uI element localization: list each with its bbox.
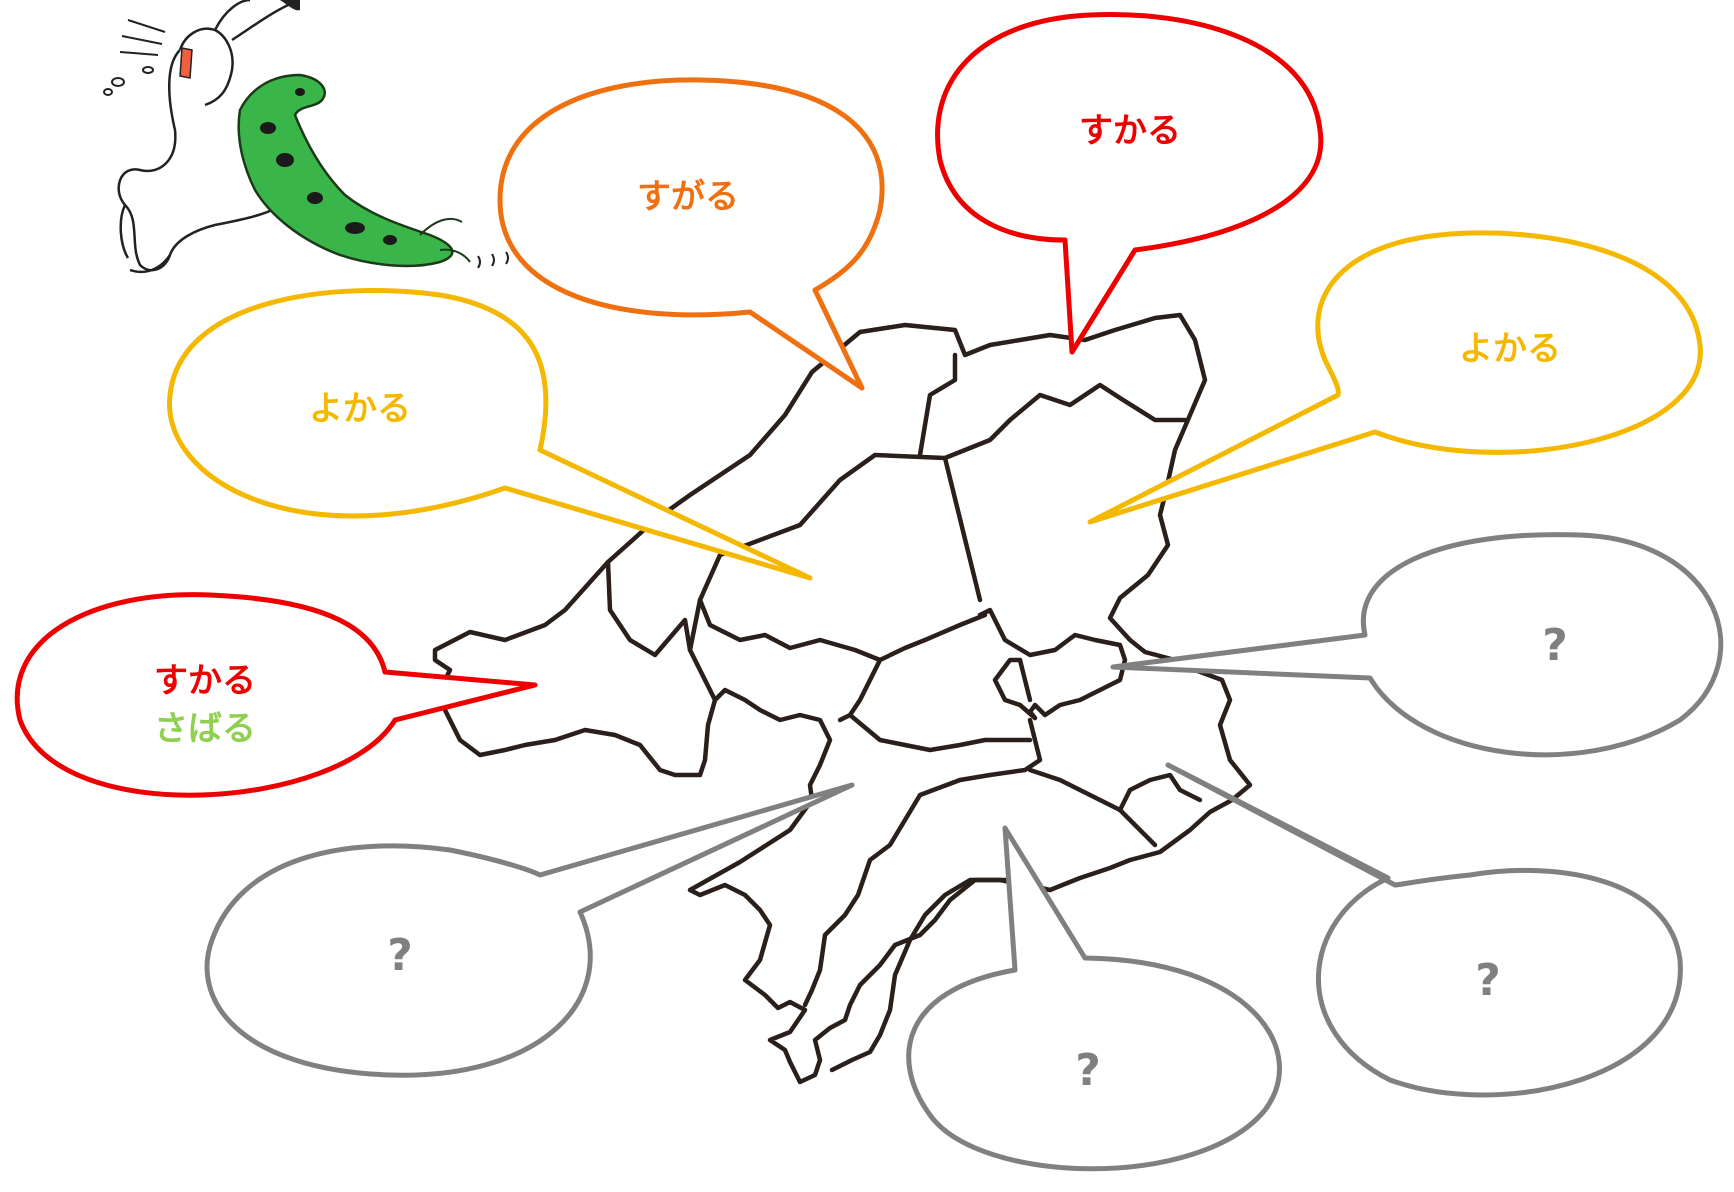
bubble-label-top-left: よかる <box>309 389 411 429</box>
speech-bubble-top-red: すかる <box>935 11 1324 355</box>
border-13 <box>847 712 1033 753</box>
speech-bubble-top-left: よかる <box>167 288 813 581</box>
speech-bubble-bottom-center-gray: ? <box>906 825 1282 1172</box>
border-3 <box>942 382 1188 461</box>
border-2 <box>687 452 983 653</box>
speech-bubble-top-orange: すがる <box>497 77 885 391</box>
prefecture-map <box>432 312 1253 1085</box>
bubble-label-bottom-right-gray: ? <box>1475 955 1501 1006</box>
border-9 <box>829 877 1053 1073</box>
bubble-label-right-yellow: よかる <box>1459 329 1561 369</box>
border-6 <box>977 607 1128 721</box>
border-1 <box>605 559 718 703</box>
border-7 <box>1017 657 1033 703</box>
bubble-label-top-red: すかる <box>1079 111 1181 151</box>
speech-bubble-bottom-right-gray: ? <box>1165 762 1683 1098</box>
speech-bubble-left-red: すかる さばる <box>14 592 538 798</box>
border-8 <box>802 717 1043 1008</box>
speech-bubble-bottom-left-gray: ? <box>204 782 855 1078</box>
border-4 <box>917 352 958 458</box>
speech-bubble-right-yellow: よかる <box>1087 230 1703 525</box>
frog-and-rabbit-wrestling-icon <box>103 0 523 274</box>
bubble-label-left-red-1: すかる <box>154 661 256 701</box>
bubble-label-bottom-left-gray: ? <box>387 930 413 981</box>
border-12 <box>837 657 883 723</box>
border-10 <box>1027 767 1158 848</box>
bubble-label-top-orange: すがる <box>637 177 739 217</box>
speech-bubble-right-gray: ? <box>1110 532 1724 758</box>
border-5 <box>697 597 988 663</box>
map-outline <box>432 312 1253 1085</box>
bubble-label-left-red-2: さばる <box>154 709 256 749</box>
bubble-label-right-gray: ? <box>1542 620 1568 671</box>
bubble-label-bottom-center-gray: ? <box>1075 1045 1101 1096</box>
border-11 <box>1117 772 1203 813</box>
